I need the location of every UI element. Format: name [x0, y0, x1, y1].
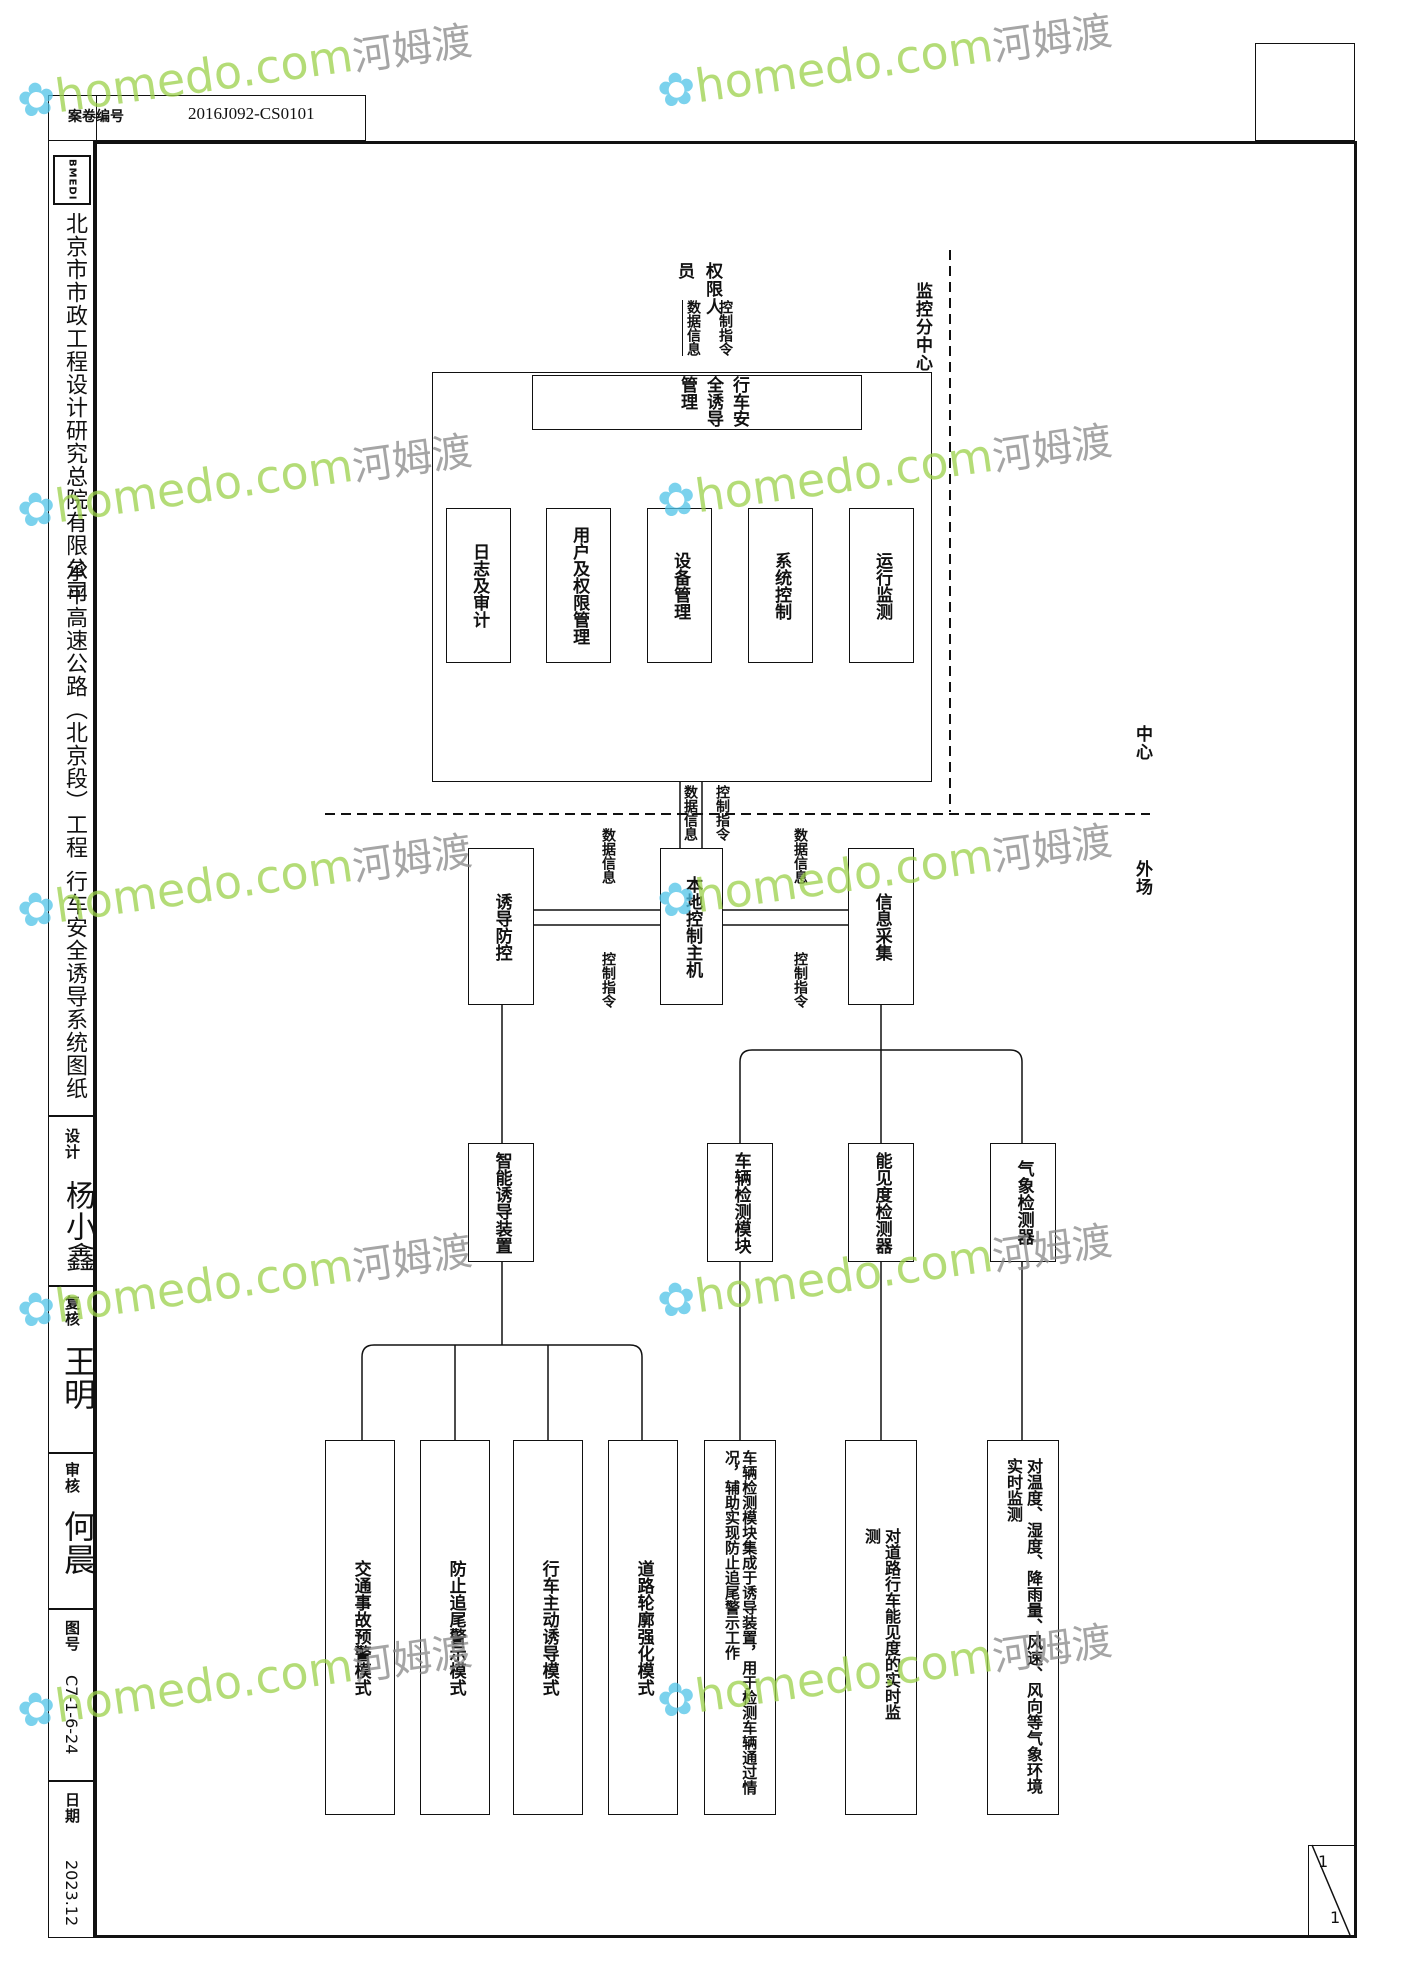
top-ctrl-cmd-label: 控制指令 [717, 300, 733, 356]
page-count-cell [1308, 1845, 1355, 1938]
zone-field-label: 外场 [1132, 860, 1152, 896]
zone-monitor-label: 监控分中心 [912, 282, 932, 372]
module-device-mgmt: 设备管理 [647, 508, 712, 663]
drawing-no-label: 案卷编号 [68, 109, 124, 125]
auth-users: 权限人员 [674, 262, 722, 316]
review-label: 复核 [63, 1295, 81, 1327]
visibility-desc-box: 对道路行车能见度的实时监测 [845, 1440, 917, 1815]
sheet-no-label: 图号 [63, 1620, 81, 1652]
page-current: 1 [1318, 1852, 1329, 1871]
signature-design: 杨小鑫 [60, 1180, 95, 1273]
signature-approve: 何晨 [59, 1510, 97, 1576]
module-user-auth: 用户及权限管理 [546, 508, 611, 663]
corner-cell [1255, 43, 1355, 141]
mode-active-guide-box: 行车主动诱导模式 [513, 1440, 583, 1815]
drawing-title: 行车安全诱导系统图纸 [62, 870, 87, 1100]
company-logo: BMEDI [53, 155, 91, 205]
mode-accident-box: 交通事故预警模式 [325, 1440, 395, 1815]
drawing-no: 2016J092-CS0101 [188, 104, 315, 123]
signature-review: 王明 [59, 1345, 97, 1411]
left-ctrl-cmd-label: 控制指令 [600, 952, 616, 1008]
date: 2023.12 [62, 1860, 81, 1927]
center-ctrl-cmd-label: 控制指令 [714, 785, 730, 841]
center-data-info-label: 数据信息 [682, 785, 698, 841]
platform-title-box: 行车安全诱导管理 [532, 375, 862, 430]
visibility-detector-box: 能见度检测器 [848, 1143, 914, 1262]
platform-container [432, 372, 932, 782]
drawing-no-cell [48, 95, 366, 141]
zone-center-label: 中心 [1132, 725, 1152, 761]
right-ctrl-cmd-label: 控制指令 [792, 952, 808, 1008]
drawing-frame [93, 141, 1357, 1938]
right-data-info-label: 数据信息 [792, 828, 808, 884]
module-system-control: 系统控制 [748, 508, 813, 663]
mode-contour-box: 道路轮廓强化模式 [608, 1440, 678, 1815]
guide-ctrl-box: 诱导防控 [468, 848, 534, 1005]
approve-label: 审核 [63, 1462, 81, 1494]
top-data-info-label: 数据信息 [682, 300, 703, 356]
module-run-monitor: 运行监测 [849, 508, 914, 663]
company-name: 北京市市政工程设计研究总院有限公司 [62, 212, 87, 603]
weather-detector-box: 气象检测器 [990, 1143, 1056, 1262]
left-data-info-label: 数据信息 [600, 828, 616, 884]
mode-rear-end-box: 防止追尾警示模式 [420, 1440, 490, 1815]
date-label: 日期 [63, 1792, 81, 1824]
info-collect-box: 信息采集 [848, 848, 914, 1005]
project-name: 承平高速公路（北京段）工程 [62, 560, 87, 859]
vehicle-desc-box: 车辆检测模块集成于诱导装置，用于检测车辆通过情况，辅助实现防止追尾警示工作 [704, 1440, 776, 1815]
module-log-audit: 日志及审计 [446, 508, 511, 663]
weather-desc-box: 对温度、湿度、降雨量、风速、风向等气象环境实时监测 [987, 1440, 1059, 1815]
design-label: 设计 [63, 1128, 81, 1160]
vehicle-detect-box: 车辆检测模块 [707, 1143, 773, 1262]
intelligent-device-box: 智能诱导装置 [468, 1143, 534, 1262]
sheet-no: C7-1-6-24 [62, 1675, 81, 1755]
local-host-box: 本地控制主机 [660, 848, 723, 1005]
page-total: 1 [1330, 1908, 1341, 1927]
